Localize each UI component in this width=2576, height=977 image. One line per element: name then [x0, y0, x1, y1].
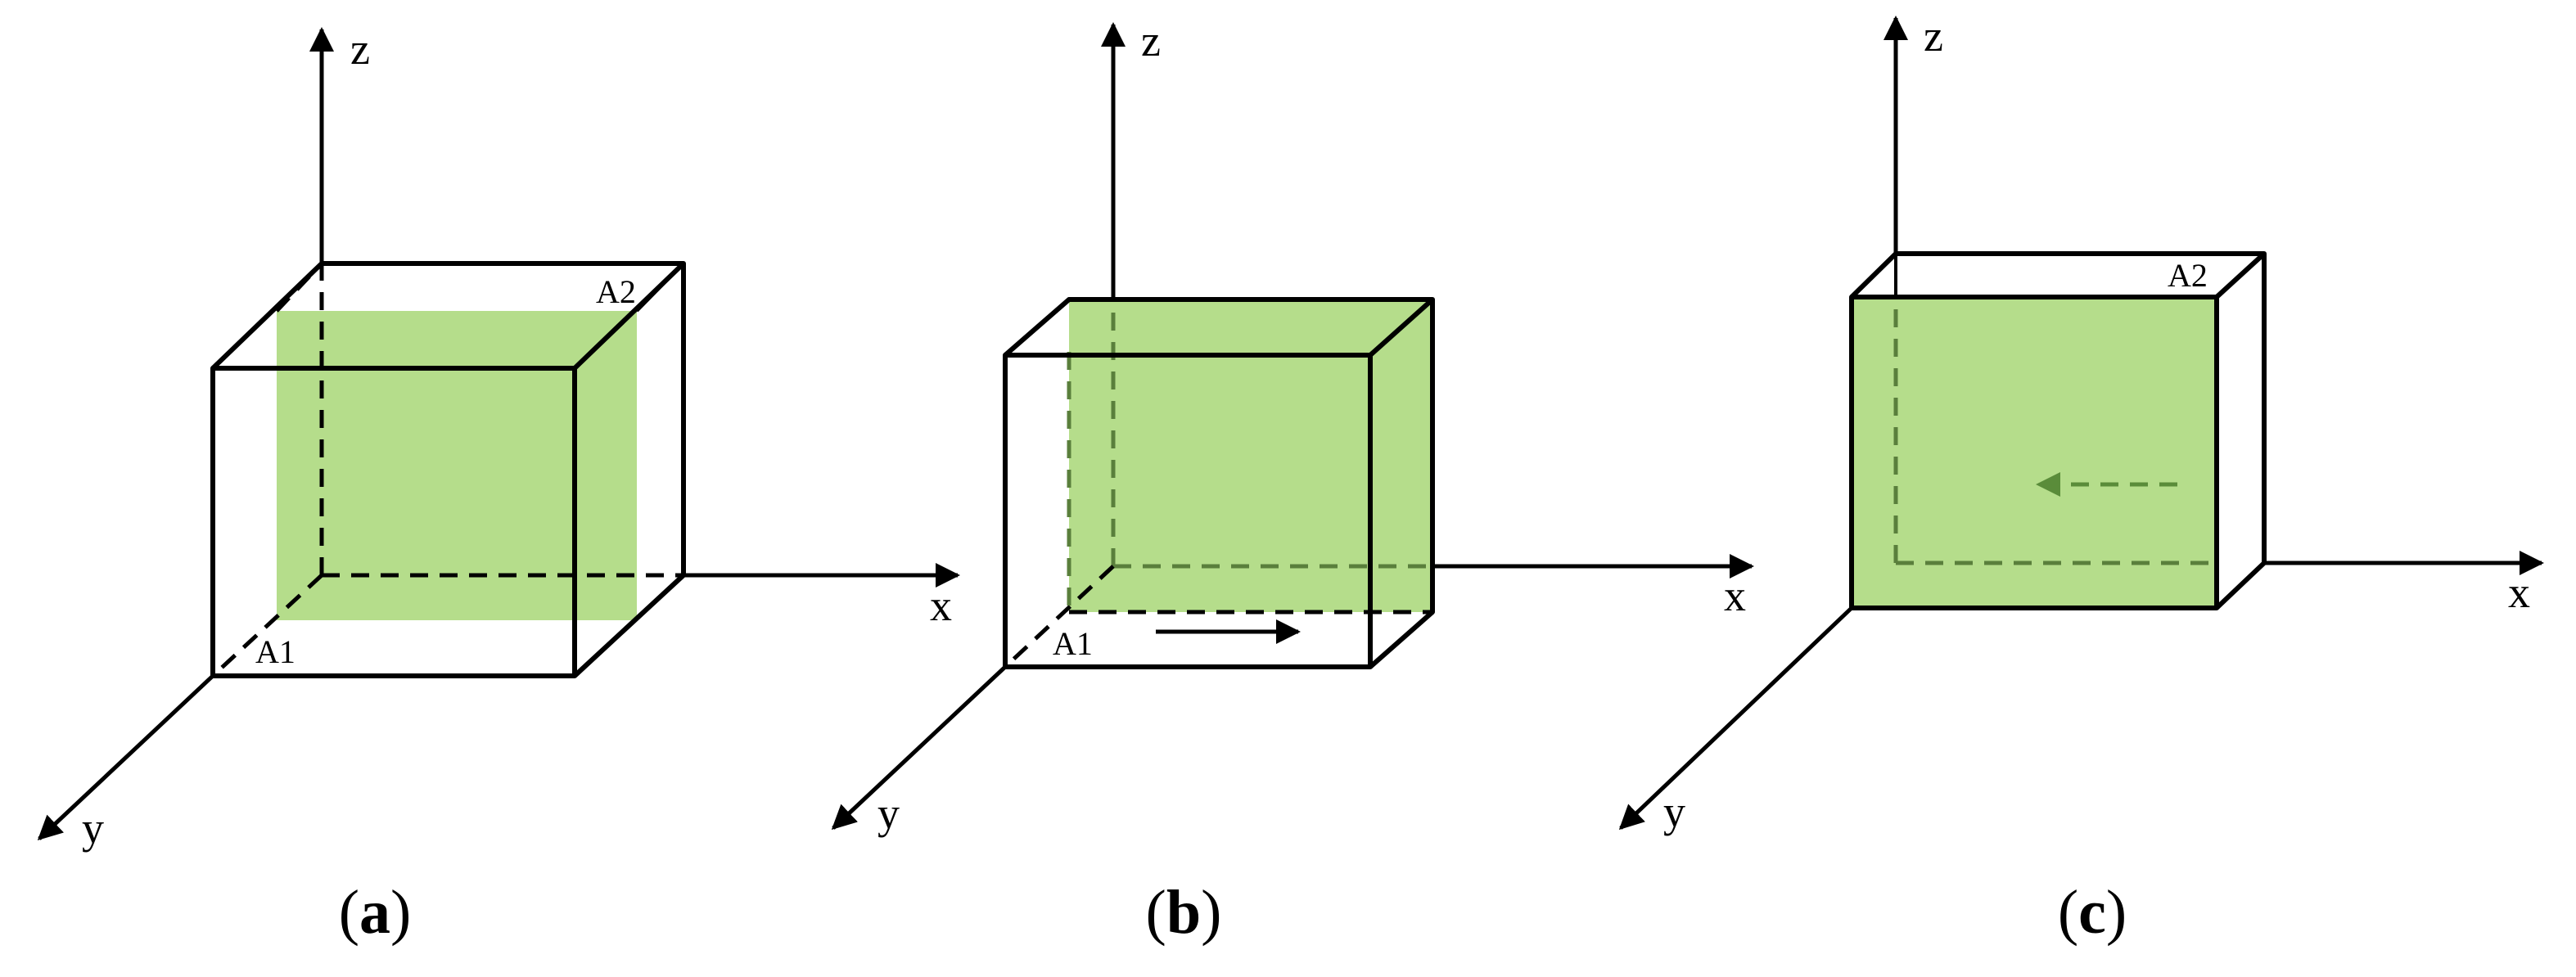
- panel-b-caption: (b): [1146, 878, 1222, 947]
- panel-b-hidden-edge-y: [1004, 565, 1115, 669]
- panel-a-y-axis: [37, 674, 214, 841]
- panel-b-z-label: z: [1141, 16, 1161, 65]
- panel-c: z x y A2 (c): [1618, 11, 2544, 947]
- panel-b-y-label: y: [877, 789, 900, 838]
- panel-a-box-front: [210, 366, 577, 678]
- panel-b-box-front: [1003, 353, 1373, 669]
- panel-c-box-top-edge: [2214, 251, 2267, 299]
- panel-c-z-label: z: [1924, 11, 1943, 61]
- panel-b-y-axis: [831, 665, 1007, 831]
- panel-b-box-top-edge: [1368, 297, 1435, 358]
- panel-a-caption: (a): [339, 878, 412, 947]
- panel-c-y-axis: [1618, 606, 1853, 831]
- panel-c-x-label: x: [2508, 568, 2530, 617]
- panel-c-y-label: y: [1663, 787, 1685, 836]
- panel-a-plane-edge: [635, 262, 685, 313]
- panel-a-x-label: x: [930, 581, 952, 630]
- panel-a-y-label: y: [82, 804, 104, 853]
- panel-a-point-a2: A2: [596, 273, 636, 310]
- panel-c-point-a2: A2: [2168, 257, 2208, 294]
- panel-a-z-label: z: [350, 25, 370, 74]
- panel-b-x-label: x: [1724, 571, 1746, 620]
- panel-b-plane: [1069, 299, 1432, 612]
- panel-b-point-a1: A1: [1053, 625, 1093, 662]
- panel-b: z x y A1 (b): [831, 16, 1754, 947]
- panel-a-point-a1: A1: [255, 633, 295, 670]
- panel-c-box-front: [1849, 295, 2219, 610]
- panel-a: z x y A1 A2 (a): [37, 25, 960, 947]
- panel-c-plane: [1852, 297, 2217, 608]
- panel-c-caption: (c): [2058, 878, 2127, 947]
- panel-a-hidden-edge-y: [211, 574, 323, 678]
